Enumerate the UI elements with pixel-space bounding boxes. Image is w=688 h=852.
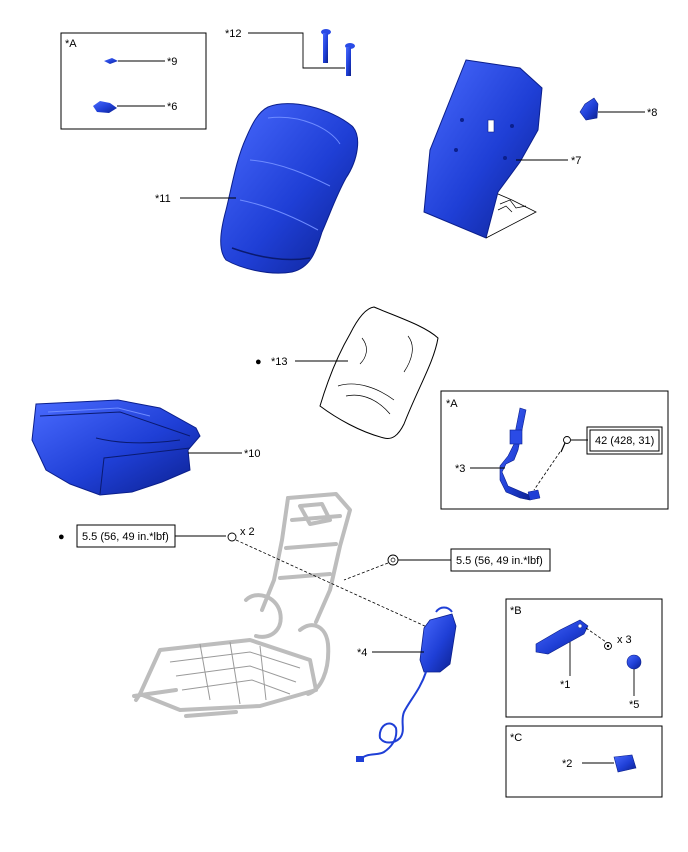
torque-42: 42 (428, 31) xyxy=(595,435,654,447)
part-5-cap xyxy=(626,654,642,670)
part-6-clip xyxy=(93,101,117,113)
qty-x2: x 2 xyxy=(240,526,255,538)
label-7: *7 xyxy=(571,155,581,167)
part-11-seatback-pad xyxy=(220,103,359,274)
part-1-cover xyxy=(535,619,589,655)
torque-right: 5.5 (56, 49 in.*lbf) xyxy=(456,555,543,567)
group-c-label: *C xyxy=(510,732,522,744)
label-6: *6 xyxy=(167,101,177,113)
label-3: *3 xyxy=(455,463,465,475)
part-10-seat-cushion xyxy=(31,399,201,496)
label-5: *5 xyxy=(629,699,639,711)
qty-x3: x 3 xyxy=(617,634,632,646)
label-12: *12 xyxy=(225,28,242,40)
label-9: *9 xyxy=(167,56,177,68)
bullet-13: ● xyxy=(255,356,262,368)
part-9-clip xyxy=(104,58,118,64)
label-8: *8 xyxy=(647,107,657,119)
label-11: *11 xyxy=(155,193,171,205)
screw-b xyxy=(604,642,612,650)
part-12-pin-b xyxy=(345,43,355,76)
seat-frame xyxy=(132,492,352,718)
bullet-torque: ● xyxy=(58,531,65,543)
group-a-right-box xyxy=(440,390,669,510)
label-2: *2 xyxy=(562,758,572,770)
part-13-pad xyxy=(319,306,439,439)
nut-right xyxy=(387,554,399,566)
group-b-label: *B xyxy=(510,605,522,617)
group-a-top-label: *A xyxy=(65,38,77,50)
label-13: *13 xyxy=(271,356,288,368)
part-7-seatback-board xyxy=(423,59,543,239)
part-8-cover xyxy=(579,97,599,121)
bolt-42-nm xyxy=(560,436,571,453)
group-b-box xyxy=(505,598,663,718)
group-c-box xyxy=(505,725,663,798)
label-4: *4 xyxy=(357,647,367,659)
torque-right-box xyxy=(450,548,551,572)
label-1: *1 xyxy=(560,679,570,691)
part-12-pin-a xyxy=(321,29,331,63)
part-3-belt xyxy=(499,407,541,501)
nut-left xyxy=(227,532,237,542)
part-2-cover xyxy=(613,754,637,773)
group-a-top-box xyxy=(60,32,207,130)
part-4-airbag xyxy=(356,606,457,762)
label-10: *10 xyxy=(244,448,261,460)
torque-left: 5.5 (56, 49 in.*lbf) xyxy=(82,531,169,543)
group-a-right-label: *A xyxy=(446,398,458,410)
